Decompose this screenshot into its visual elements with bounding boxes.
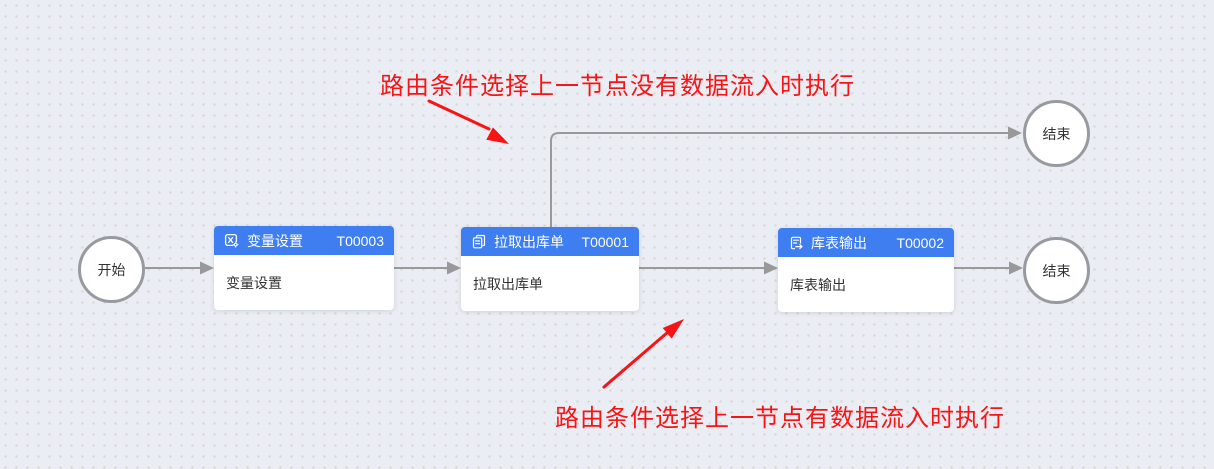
task-title: 变量设置 — [247, 232, 303, 249]
task-node-variable-settings[interactable]: 变量设置 T00003 变量设置 — [214, 226, 394, 310]
annotation-top-text: 路由条件选择上一节点没有数据流入时执行 — [380, 73, 855, 100]
task-title: 库表输出 — [811, 234, 867, 251]
task-body-label: 库表输出 — [790, 276, 846, 293]
task-body: 变量设置 — [214, 255, 394, 310]
annotation-bottom-text: 路由条件选择上一节点有数据流入时执行 — [555, 405, 1005, 432]
end-node-bottom-label: 结束 — [1042, 262, 1071, 279]
task-body: 拉取出库单 — [461, 256, 639, 311]
variable-settings-icon — [224, 233, 239, 247]
edge-start-to-task1[interactable] — [145, 261, 214, 275]
edge-task3-to-end-bottom[interactable] — [954, 261, 1023, 275]
task-body-label: 拉取出库单 — [473, 275, 543, 292]
task-code: T00002 — [896, 234, 944, 251]
task-code: T00001 — [581, 233, 629, 250]
edge-task2-to-end-top[interactable] — [550, 126, 1022, 228]
task-code: T00003 — [336, 232, 384, 249]
end-node-top[interactable]: 结束 — [1023, 100, 1090, 167]
end-node-bottom[interactable]: 结束 — [1023, 237, 1090, 304]
end-node-top-label: 结束 — [1042, 125, 1071, 142]
task-title: 拉取出库单 — [494, 233, 564, 250]
table-output-icon — [790, 236, 803, 249]
annotation-arrow-top — [427, 99, 509, 144]
task-body: 库表输出 — [778, 257, 954, 312]
edge-task1-to-task2[interactable] — [394, 261, 461, 275]
start-node-label: 开始 — [97, 261, 126, 278]
task-header: 变量设置 T00003 — [214, 226, 394, 255]
task-header: 库表输出 T00002 — [778, 228, 954, 257]
start-node[interactable]: 开始 — [78, 236, 145, 303]
edge-task2-to-task3[interactable] — [639, 261, 778, 275]
task-header: 拉取出库单 T00001 — [461, 227, 639, 256]
task-node-pull-outbound-order[interactable]: 拉取出库单 T00001 拉取出库单 — [461, 227, 639, 311]
pull-outbound-order-icon — [472, 234, 486, 248]
task-node-table-output[interactable]: 库表输出 T00002 库表输出 — [778, 228, 954, 312]
task-body-label: 变量设置 — [226, 274, 282, 291]
annotation-arrow-bottom — [602, 319, 684, 389]
